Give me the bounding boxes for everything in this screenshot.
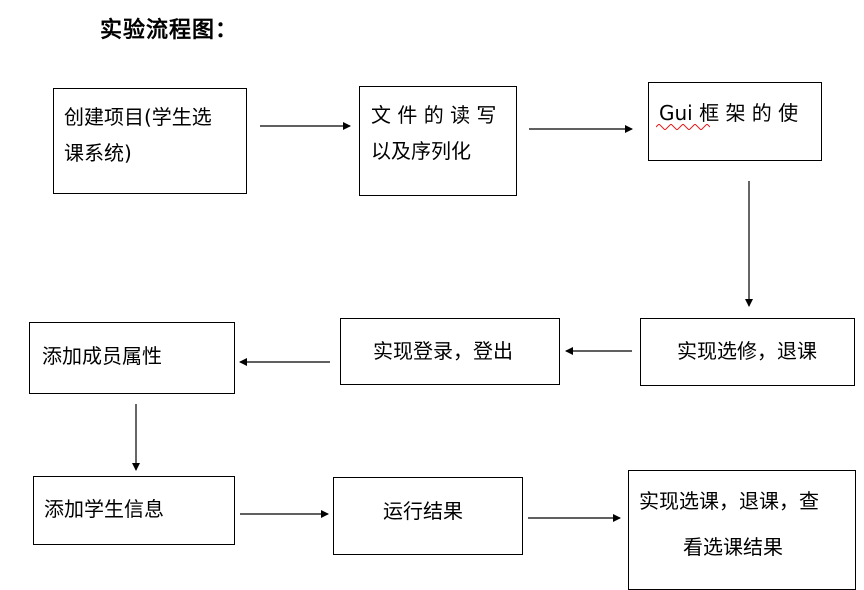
node-run-result: 运行结果 <box>333 477 523 555</box>
node-gui-framework-line1: Gui 框 架 的 使 <box>659 101 799 125</box>
node-select-drop-view: 实现选课，退课，查 看选课结果 <box>628 470 856 590</box>
node-login-logout-label: 实现登录，登出 <box>373 339 513 363</box>
node-member-attributes-label: 添加成员属性 <box>42 344 162 368</box>
node-create-project: 创建项目(学生选 课系统) <box>53 88 247 194</box>
node-select-drop-view-line1: 实现选课，退课，查 <box>639 489 819 513</box>
spellcheck-underline <box>656 124 710 130</box>
node-select-drop-view-line2: 看选课结果 <box>683 535 783 559</box>
node-course-select-drop: 实现选修，退课 <box>640 318 855 386</box>
node-run-result-label: 运行结果 <box>383 499 463 523</box>
node-login-logout: 实现登录，登出 <box>340 318 560 385</box>
node-course-select-drop-label: 实现选修，退课 <box>677 339 817 363</box>
node-file-io-line1: 文 件 的 读 写 <box>371 103 497 127</box>
diagram-title: 实验流程图： <box>100 18 239 43</box>
node-gui-framework: Gui 框 架 的 使 <box>648 82 822 161</box>
node-create-project-line2: 课系统) <box>64 141 132 165</box>
node-student-info: 添加学生信息 <box>33 476 235 545</box>
node-member-attributes: 添加成员属性 <box>29 322 235 394</box>
node-file-io: 文 件 的 读 写 以及序列化 <box>359 86 517 196</box>
node-student-info-label: 添加学生信息 <box>44 497 164 521</box>
node-file-io-line2: 以及序列化 <box>371 139 471 163</box>
node-create-project-line1: 创建项目(学生选 <box>64 105 212 129</box>
